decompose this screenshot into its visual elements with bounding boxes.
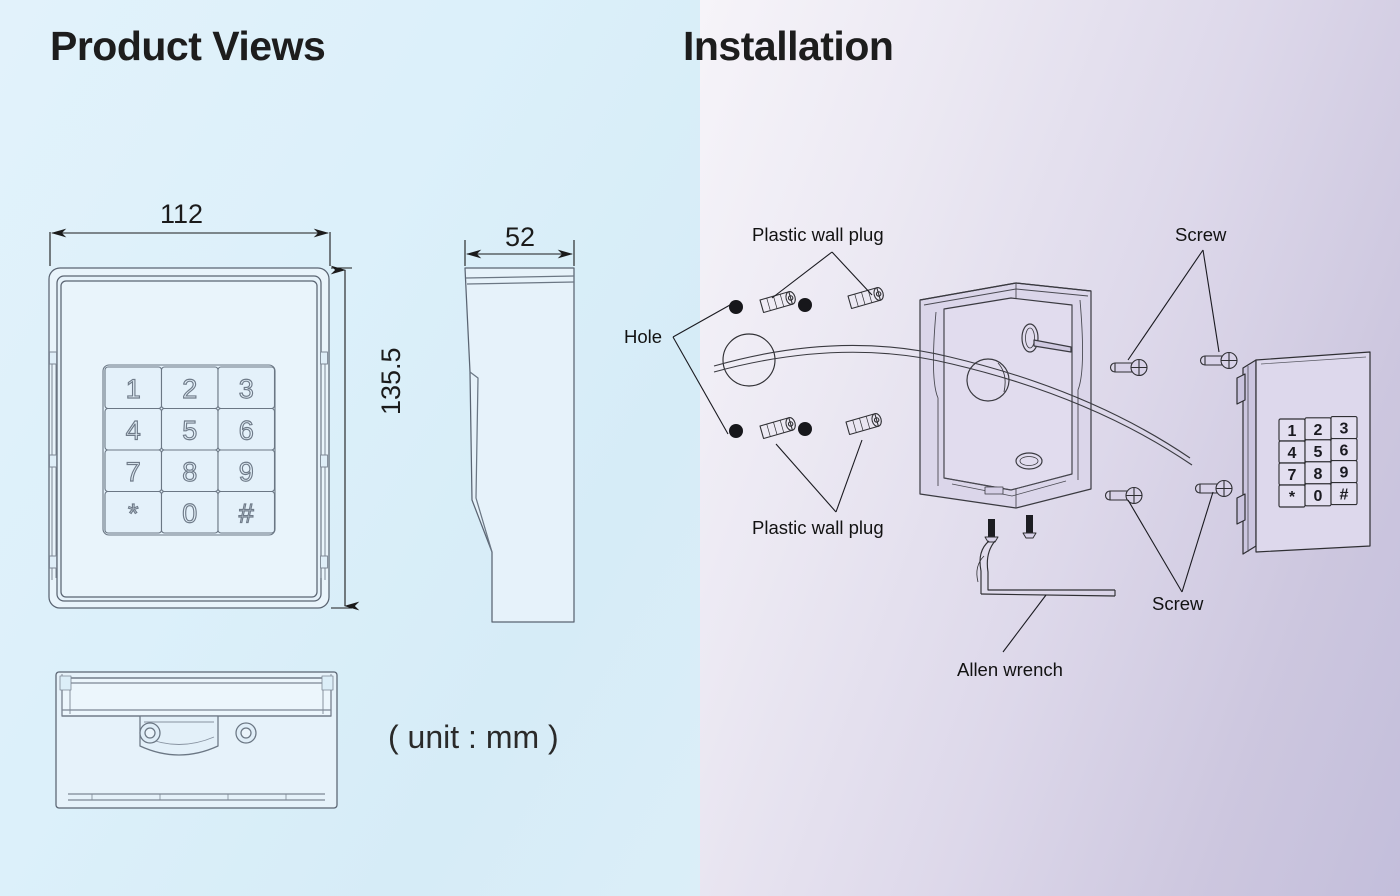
dimension-value-height: 135.5 bbox=[376, 347, 406, 415]
callout-allen-wrench: Allen wrench bbox=[957, 659, 1063, 680]
callout-plastic-wall-plug-bottom: Plastic wall plug bbox=[752, 517, 884, 538]
callout-plastic-wall-plug-top: Plastic wall plug bbox=[752, 224, 884, 245]
callout-hole: Hole bbox=[624, 326, 663, 347]
page-title-installation: Installation bbox=[683, 23, 894, 69]
installation-panel bbox=[700, 0, 1400, 896]
unit-note: ( unit : mm ) bbox=[388, 719, 559, 755]
dimension-value-width: 112 bbox=[160, 199, 204, 229]
dimension-value-depth: 52 bbox=[505, 222, 536, 252]
product-views-panel bbox=[0, 0, 700, 896]
callout-screw-bottom: Screw bbox=[1152, 593, 1204, 614]
page-title-product-views: Product Views bbox=[50, 23, 326, 69]
callout-screw-top: Screw bbox=[1175, 224, 1227, 245]
